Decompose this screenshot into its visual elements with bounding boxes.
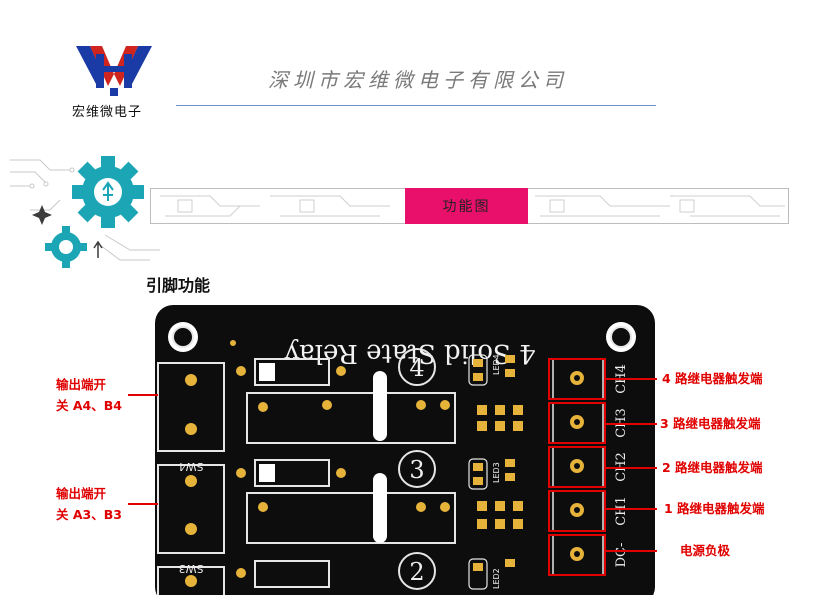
switch-label-sw3: SW3 (179, 562, 204, 575)
relay-number-3: 3 (409, 456, 424, 484)
annotation-ch1: 1 路继电器触发端 (664, 501, 765, 516)
led4-label: LED4 (492, 354, 501, 375)
relay-number-4: 4 (409, 354, 424, 382)
led2-label: LED2 (492, 568, 501, 589)
annotation-line-ch1 (605, 508, 657, 510)
annotation-line-ch2 (605, 467, 657, 469)
annotation-ch2: 2 路继电器触发端 (662, 460, 763, 475)
annotation-line-ch3 (605, 423, 657, 425)
annotation-line-sw3 (128, 503, 158, 505)
company-name: 深圳市宏维微电子有限公司 (268, 68, 568, 92)
banner-label: 功能图 (405, 188, 528, 224)
relay-number-2: 2 (409, 558, 424, 586)
annotation-line-dc (605, 550, 657, 552)
annotation-ch3: 3 路继电器触发端 (660, 416, 761, 431)
annotation-ch4: 4 路继电器触发端 (662, 371, 763, 386)
ch1-label: CH1 (614, 496, 629, 526)
header-divider (176, 105, 656, 106)
gear-decoration-icon (10, 156, 160, 268)
annotation-line-sw4 (128, 394, 158, 396)
relay-board-image: 4 Solid State Relay SW4 SW3 4 3 2 (155, 305, 655, 595)
company-logo (76, 46, 152, 96)
annotation-output-sw3: 输出端开关 A3、B3 (56, 486, 122, 522)
annotation-dc-negative: 电源负极 (680, 543, 731, 558)
led3-label: LED3 (492, 462, 501, 483)
dc-label: DC- (614, 543, 629, 568)
logo-text: 宏维微电子 (72, 105, 143, 120)
annotation-line-ch4 (605, 378, 657, 380)
section-title: 引脚功能 (146, 276, 211, 295)
annotation-output-sw4: 输出端开关 A4、B4 (56, 377, 122, 413)
switch-label-sw4: SW4 (179, 460, 204, 473)
board-silkscreen-title: 4 Solid State Relay (284, 338, 535, 368)
